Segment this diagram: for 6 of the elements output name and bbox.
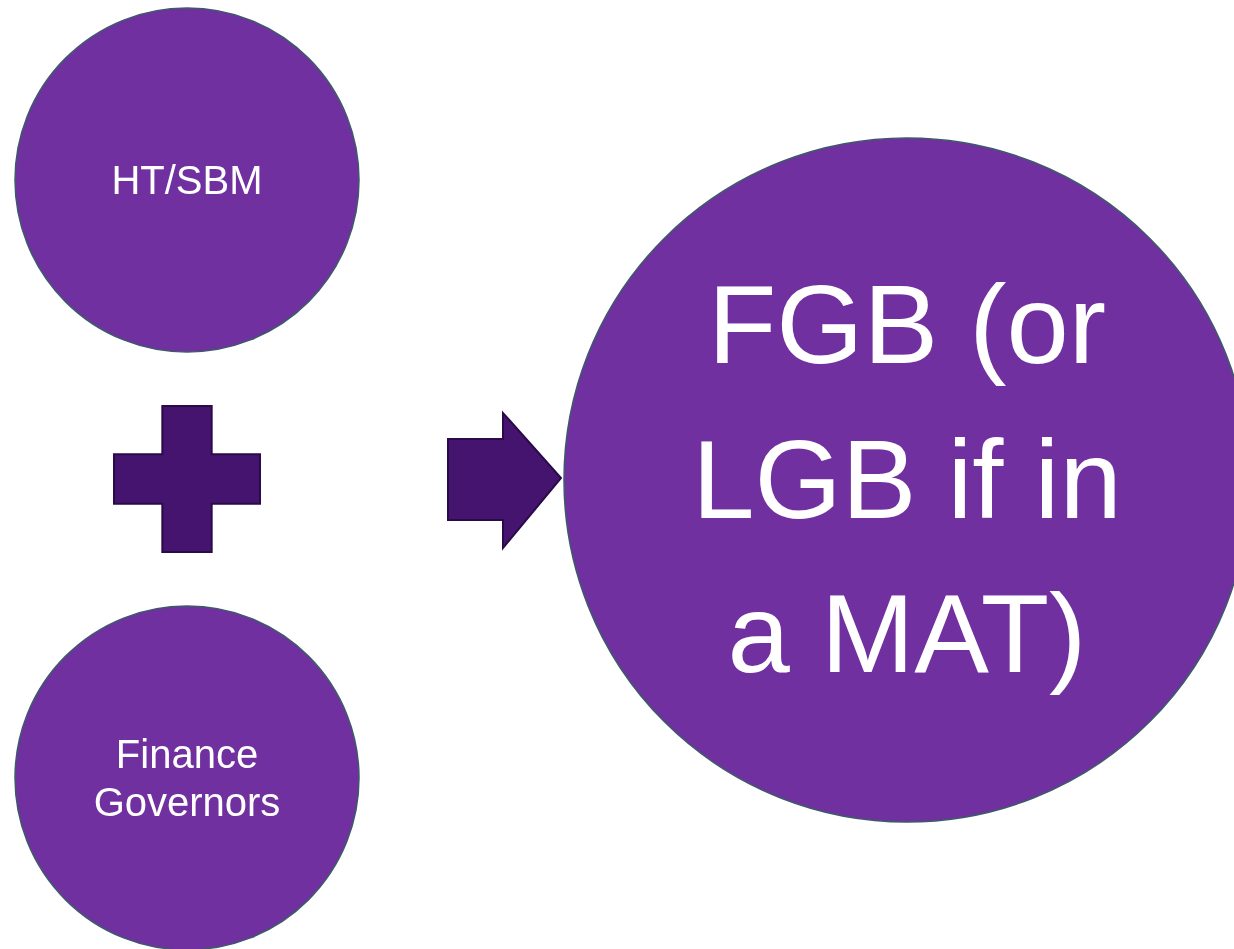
node-label: FGB (or LGB if in a MAT) xyxy=(691,261,1123,699)
plus-sign xyxy=(113,405,261,553)
node-label: Finance Governors xyxy=(92,731,282,826)
node-label: HT/SBM xyxy=(110,157,264,204)
block-arrow xyxy=(447,410,563,551)
circle-node xyxy=(14,7,360,353)
